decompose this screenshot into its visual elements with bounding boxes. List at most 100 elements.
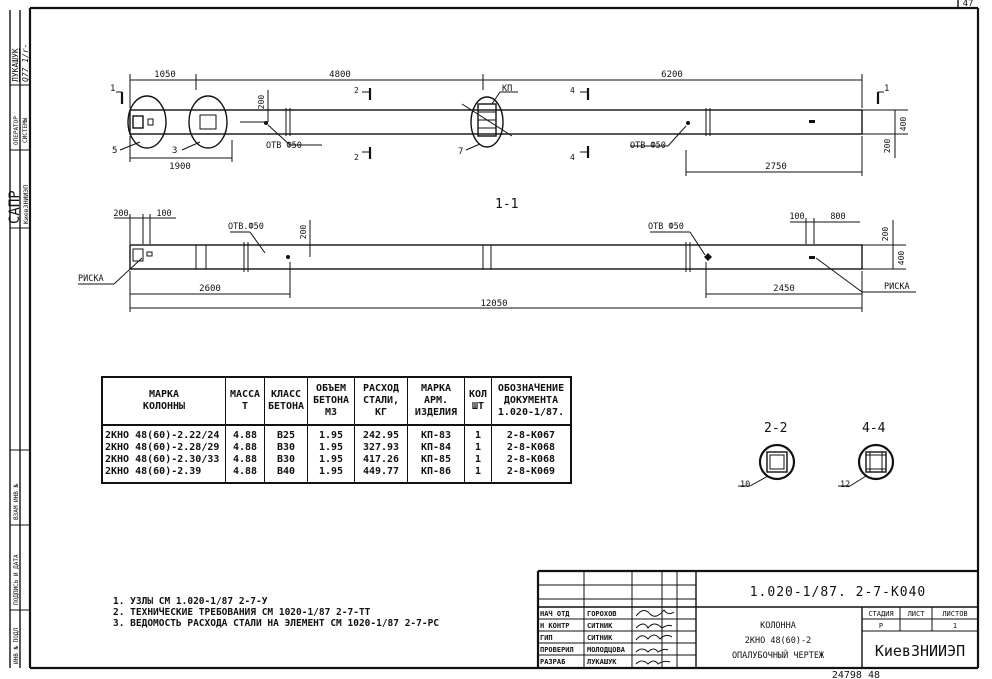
cell-qty: 1 <box>464 466 492 483</box>
cell-doc: 2-8-К068 <box>491 454 571 466</box>
plan-dim-200-right: 200 <box>883 139 892 154</box>
stamp-system: СИСТЕМЫ <box>22 117 29 143</box>
section-title: 1-1 <box>495 197 518 212</box>
tb-role-1: Н КОНТР <box>540 622 570 630</box>
spec-table-header-row: МАРКА КОЛОННЫ МАССА Т КЛАСС БЕТОНА ОБЪЕМ… <box>101 377 571 426</box>
cell-mass: 4.88 <box>225 425 265 442</box>
note-2: 2. ТЕХНИЧЕСКИЕ ТРЕБОВАНИЯ СМ 1020-1/87 2… <box>113 607 371 618</box>
plan-hole-label-2: ОТВ Ф50 <box>630 141 666 151</box>
cell-volume: 1.95 <box>307 454 355 466</box>
tb-name-1: СИТНИК <box>587 622 613 630</box>
cell-mass: 4.88 <box>225 454 265 466</box>
cross-section-callout-12: 12 <box>840 480 850 490</box>
tb-name-4: ЛУКАШУК <box>587 658 617 666</box>
tb-drawing-type: ОПАЛУБОЧНЫЙ ЧЕРТЕЖ <box>732 649 825 661</box>
plan-callout-5: 5 <box>112 146 117 156</box>
header-mass: МАССА Т <box>225 377 265 426</box>
plan-hole-label-1: ОТВ Ф50 <box>266 141 302 151</box>
section-hole-label-1: ОТВ.Ф50 <box>228 222 264 232</box>
stamp-operator: ОПЕРАТОР <box>13 116 20 145</box>
plan-dim-1900: 1900 <box>169 162 191 172</box>
section-dim-100-right: 100 <box>789 212 804 222</box>
table-row: 2КНО 48(60)-2.28/29 4.88 В30 1.95 327.93… <box>101 442 571 454</box>
cell-qty: 1 <box>464 425 492 442</box>
cell-arm: КП-86 <box>407 466 465 483</box>
cell-arm: КП-83 <box>407 425 465 442</box>
tb-name-2: СИТНИК <box>587 634 613 642</box>
plan-callout-7: 7 <box>458 147 463 157</box>
tb-role-0: НАЧ ОТД <box>540 610 570 618</box>
header-qty: КОЛ ШТ <box>464 377 492 426</box>
title-block-grid <box>536 569 978 668</box>
table-row: 2КНО 48(60)-2.39 4.88 В40 1.95 449.77 КП… <box>101 466 571 483</box>
plan-section-mark-2-top: 2 <box>354 86 359 95</box>
cross-section-4-4: 4-4 12 <box>838 421 895 490</box>
cell-class: В30 <box>264 442 308 454</box>
section-hole-label-2: ОТВ Ф50 <box>648 222 684 232</box>
plan-section-mark-4-top: 4 <box>570 86 575 95</box>
tb-role-2: ГИП <box>540 634 553 642</box>
cell-doc: 2-8-К068 <box>491 442 571 454</box>
plan-callout-3: 3 <box>172 146 177 156</box>
tb-stage-label: СТАДИЯ <box>868 610 893 618</box>
header-arm: МАРКА АРМ. ИЗДЕЛИЯ <box>407 377 465 426</box>
section-dim-2600: 2600 <box>199 284 221 294</box>
cell-doc: 2-8-К067 <box>491 425 571 442</box>
cross-section-2-2: 2-2 10 <box>738 421 796 490</box>
header-steel: РАСХОД СТАЛИ, КГ <box>354 377 408 426</box>
stamp-sign-date: ПОДПИСЬ И ДАТА <box>13 554 20 605</box>
tb-name-0: ГОРОХОВ <box>587 610 617 618</box>
section-dim-100: 100 <box>156 209 171 219</box>
stamp-institute: КиевЗНИИЭП <box>22 185 30 224</box>
tb-item-name: КОЛОННА <box>760 621 796 631</box>
plan-dim-1050: 1050 <box>154 70 176 80</box>
header-doc: ОБОЗНАЧЕНИЕ ДОКУМЕНТА 1.020-1/87. <box>491 377 571 426</box>
note-3: 3. ВЕДОМОСТЬ РАСХОДА СТАЛИ НА ЭЛЕМЕНТ СМ… <box>113 618 440 629</box>
header-class: КЛАСС БЕТОНА <box>264 377 308 426</box>
cell-volume: 1.95 <box>307 442 355 454</box>
tb-organization: КиевЗНИИЭП <box>875 642 965 660</box>
cell-doc: 2-8-К069 <box>491 466 571 483</box>
cell-class: В25 <box>264 425 308 442</box>
plan-dim-4800: 4800 <box>329 70 351 80</box>
cell-steel: 242.95 <box>354 425 408 442</box>
stamp-designer-signature: Q77 1/r- <box>21 43 30 82</box>
cell-marka: 2КНО 48(60)-2.28/29 <box>101 442 226 454</box>
plan-dim-6200: 6200 <box>661 70 683 80</box>
notes: 1. УЗЛЫ СМ 1.020-1/87 2-7-У 2. ТЕХНИЧЕСК… <box>113 596 439 629</box>
cell-mass: 4.88 <box>225 466 265 483</box>
cell-steel: 327.93 <box>354 442 408 454</box>
stamp-designer-name: ЛУКАШУК <box>11 48 20 82</box>
note-1: 1. УЗЛЫ СМ 1.020-1/87 2-7-У <box>113 596 268 607</box>
tb-name-3: МОЛОДЦОВА <box>587 646 626 654</box>
section-view: 1-1 200 100 ОТВ.Ф50 200 ОТВ Ф50 <box>78 197 916 312</box>
cell-arm: КП-84 <box>407 442 465 454</box>
stamp-sapr: САПР <box>7 190 23 224</box>
plan-dim-400: 400 <box>899 117 908 132</box>
cell-volume: 1.95 <box>307 425 355 442</box>
plan-dim-200: 200 <box>257 95 266 110</box>
cell-marka: 2КНО 48(60)-2.39 <box>101 466 226 483</box>
section-riska-left: РИСКА <box>78 274 104 284</box>
tb-sheets-label: ЛИСТОВ <box>942 610 967 618</box>
section-dim-200: 200 <box>113 209 128 219</box>
tb-role-4: РАЗРАБ <box>540 658 565 666</box>
cell-arm: КП-85 <box>407 454 465 466</box>
tb-sheet-label: ЛИСТ <box>908 610 926 618</box>
cell-steel: 449.77 <box>354 466 408 483</box>
plan-view: 1050 4800 6200 1 1 5 3 200 ОТВ Ф50 <box>110 70 908 176</box>
cell-class: В30 <box>264 454 308 466</box>
tb-item-mark: 2КНО 48(60)-2 <box>745 636 812 646</box>
section-dim-200-vert: 200 <box>299 225 308 240</box>
cross-section-callout-10: 10 <box>740 480 750 490</box>
plan-section-mark-1-left: 1 <box>110 84 115 94</box>
tb-stage-value: Р <box>879 622 883 630</box>
plan-section-mark-1-right: 1 <box>884 84 889 94</box>
section-dim-400-right: 400 <box>897 251 906 266</box>
stamp-inv-podl: ИНВ № ПОДЛ <box>13 627 20 664</box>
section-dim-800: 800 <box>830 212 845 222</box>
stamp-inv-vzam: ВЗАМ ИНВ № <box>13 483 20 520</box>
section-dim-2450: 2450 <box>773 284 795 294</box>
bottom-number: 24798 48 <box>832 670 880 679</box>
cell-steel: 417.26 <box>354 454 408 466</box>
